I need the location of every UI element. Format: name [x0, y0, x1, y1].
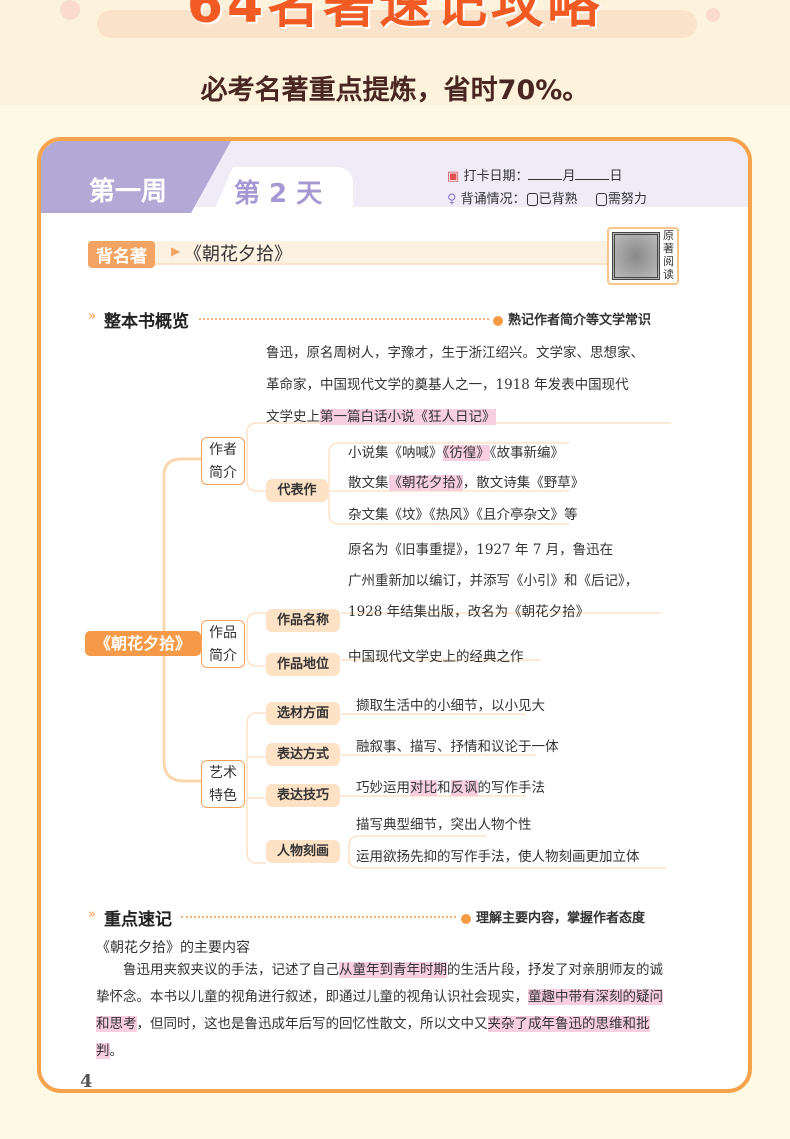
root-node-book: 《朝花夕拾》	[85, 631, 201, 656]
art-desc: 巧妙运用对比和反讽的写作手法	[356, 780, 545, 796]
title-pill	[97, 10, 697, 38]
decor-dot	[60, 0, 80, 20]
author-bio-line: 文学史上第一篇白话小说《狂人日记》	[266, 409, 496, 425]
node-work-intro: 作品简介	[201, 620, 245, 668]
overview-heading: 整本书概览	[104, 312, 189, 332]
tag-work-status: 作品地位	[266, 653, 340, 676]
banner-title: 64名著速记攻略	[186, 0, 604, 35]
week-label: 第一周	[89, 177, 168, 207]
section-arrow-icon: »	[88, 907, 96, 922]
work-desc-line: 广州重新加以编订，并添写《小引》和《后记》，	[348, 573, 639, 589]
recite-badge: 背名著	[88, 241, 155, 268]
book-title-bar	[88, 241, 608, 265]
art-desc: 撷取生活中的小细节，以小见大	[356, 698, 545, 714]
art-desc: 描写典型细节，突出人物个性	[356, 817, 532, 833]
work-desc-line: 1928 年结集出版，改名为《朝花夕拾》	[348, 604, 590, 620]
tag-representative-works: 代表作	[266, 479, 328, 502]
check-circle-icon	[461, 913, 471, 924]
day-tab	[213, 167, 353, 213]
day-field[interactable]	[575, 179, 610, 180]
day-label: 第 2 天	[234, 179, 323, 209]
author-bio-line: 鲁迅，原名周树人，字豫才，生于浙江绍兴。文学家、思想家、	[266, 345, 644, 361]
node-author-intro: 作者简介	[201, 437, 245, 485]
author-bio-line: 革命家，中国现代文学的奠基人之一，1918 年发表中国现代	[266, 377, 629, 393]
tag-expression: 表达方式	[266, 743, 340, 766]
keypoints-hint: 理解主要内容，掌握作者态度	[461, 907, 645, 926]
divider	[199, 318, 489, 320]
overview-hint: 熟记作者简介等文学常识	[493, 309, 651, 328]
works-line: 散文集《朝花夕拾》，散文诗集《野草》	[348, 475, 585, 491]
book-title: 《朝花夕拾》	[184, 244, 292, 265]
check-circle-icon	[493, 315, 503, 326]
keypoints-heading: 重点速记	[104, 910, 172, 930]
tag-characterization: 人物刻画	[266, 840, 340, 863]
calendar-icon: ▣	[447, 169, 460, 184]
tag-work-name: 作品名称	[266, 609, 340, 632]
qr-label: 原著阅读	[663, 229, 674, 281]
study-card: 第一周 第 2 天 ▣ 打卡日期：月日 ♀ 背诵情况：已背熟 需努力 背名著 ▶…	[37, 137, 752, 1093]
work-desc-line: 原名为《旧事重提》，1927 年 7 月，鲁迅在	[348, 542, 614, 558]
tag-material: 选材方面	[266, 702, 340, 725]
works-line: 杂文集《坟》《热风》《且介亭杂文》等	[348, 507, 578, 523]
tag-technique: 表达技巧	[266, 784, 340, 807]
checkbox-memorized[interactable]	[526, 193, 538, 206]
qr-image	[612, 232, 660, 280]
qr-code[interactable]: 原著阅读	[607, 227, 679, 285]
page-number: 4	[80, 1071, 93, 1092]
art-desc: 融叙事、描写、抒情和议论于一体	[356, 739, 559, 755]
person-icon: ♀	[447, 192, 457, 207]
works-line: 小说集《呐喊》《彷徨》《故事新编》	[348, 445, 564, 461]
section-arrow-icon: »	[88, 309, 96, 324]
work-status-text: 中国现代文学史上的经典之作	[348, 649, 524, 665]
checkin-date: ▣ 打卡日期：月日	[447, 169, 623, 184]
keypoints-paragraph: 鲁迅用夹叙夹议的手法，记述了自己从童年到青年时期的生活片段，抒发了对亲朋师友的诚…	[96, 962, 663, 1059]
divider	[181, 916, 456, 918]
art-desc: 运用欲扬先抑的写作手法，使人物刻画更加立体	[356, 849, 640, 865]
node-art-features: 艺术特色	[201, 760, 245, 808]
arrow-icon: ▶	[171, 244, 181, 258]
month-field[interactable]	[528, 179, 563, 180]
decor-dot	[706, 8, 720, 22]
mindmap-connectors	[159, 422, 671, 869]
keypoints-subtitle: 《朝花夕拾》的主要内容	[96, 940, 250, 956]
recite-status: ♀ 背诵情况：已背熟 需努力	[447, 192, 647, 207]
banner-subtitle: 必考名著重点提炼，省时70%。	[200, 75, 590, 106]
checkbox-needs-work[interactable]	[595, 193, 607, 206]
